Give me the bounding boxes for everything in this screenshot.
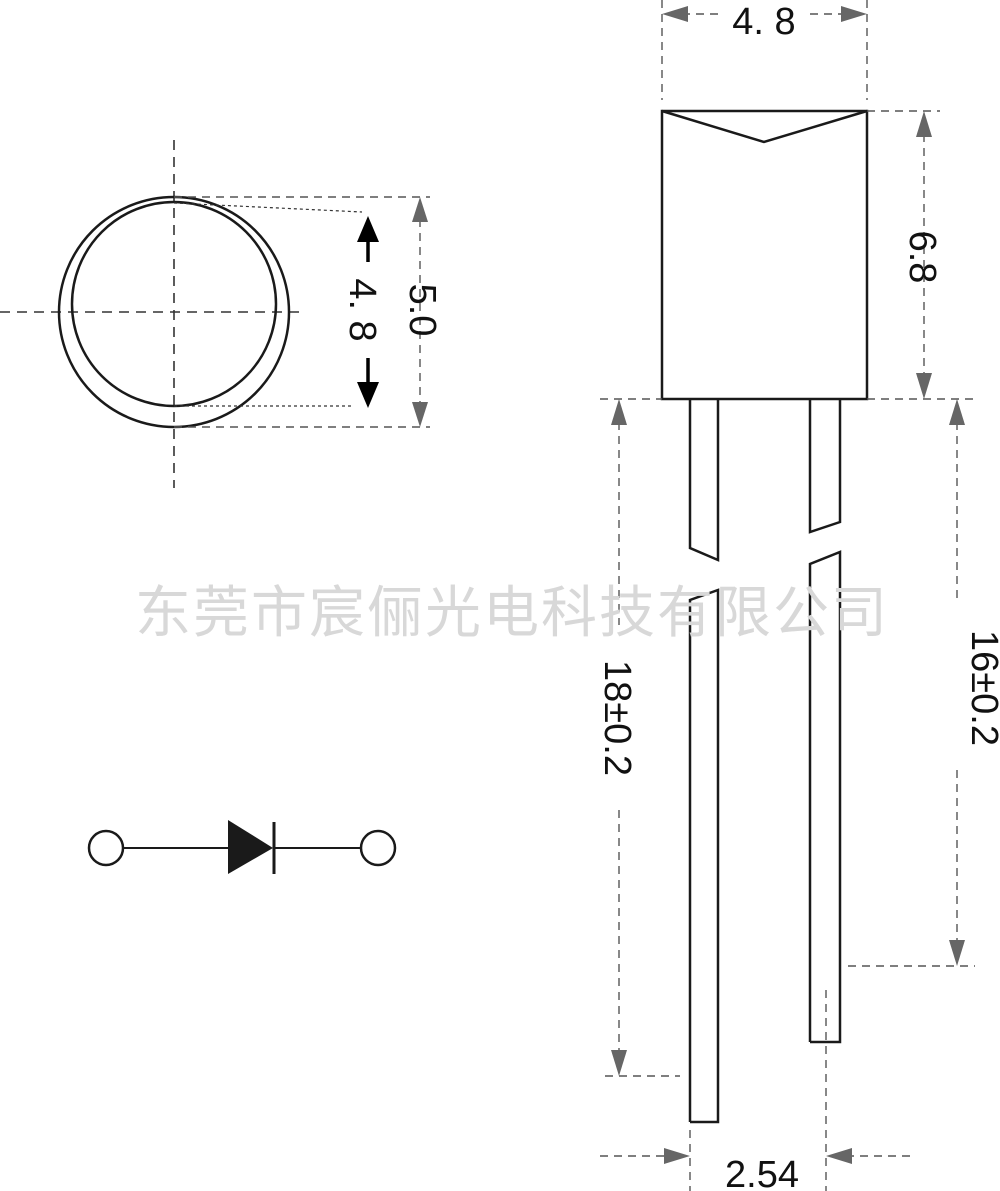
arrow-height-bottom [916,373,932,399]
cathode-terminal [359,829,397,867]
side-view: 4. 8 6.8 18±0.2 16±0.2 [596,0,1000,1191]
pitch-label: 2.54 [725,1154,799,1191]
arrow-long-bottom [611,1050,627,1076]
arrow-short-top [949,399,965,425]
long-lead-lower [688,588,720,1124]
top-width-label: 4. 8 [732,1,795,43]
long-lead-upper [688,399,720,562]
arrow-long-top [611,399,627,425]
arrow-height-top [916,111,932,137]
short-lead-upper [808,399,842,534]
watermark-text: 东莞市宸俪光电科技有限公司 [135,581,889,646]
arrow-short-bottom [949,940,965,966]
outer-diameter-label: 5.0 [401,284,443,337]
short-lead-lower [808,550,842,1044]
diode-triangle [228,820,273,874]
arrow-outer-bottom [412,402,428,427]
arrow-inner-top [357,216,379,242]
arrow-pitch-left [664,1148,690,1164]
ext-line-inner-top [173,202,363,213]
lens-top [661,109,868,144]
arrow-inner-bottom [357,382,379,408]
arrow-top-left [662,6,688,22]
anode-terminal [87,829,125,867]
led-body [660,109,869,401]
top-view: 4. 8 5.0 [0,140,443,488]
short-lead-label: 16±0.2 [963,630,1000,746]
arrow-outer-top [412,197,428,222]
body-height-label: 6.8 [901,231,943,284]
long-lead-label: 18±0.2 [596,660,638,776]
arrow-top-right [841,6,867,22]
inner-diameter-label: 4. 8 [341,278,383,341]
diode-symbol [87,820,397,874]
arrow-pitch-right [826,1148,852,1164]
